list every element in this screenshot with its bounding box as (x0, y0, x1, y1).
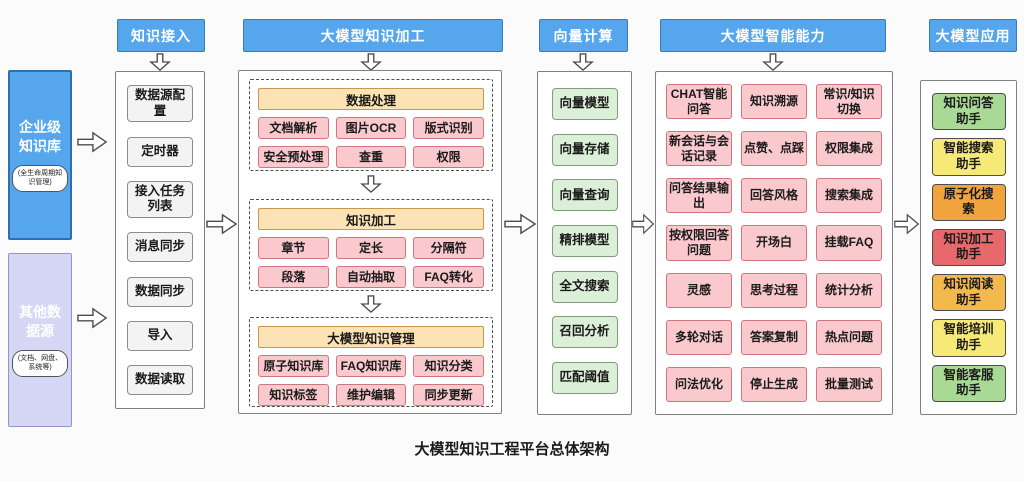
arrow-right-icon (206, 213, 237, 235)
access-item: 定时器 (127, 136, 193, 167)
column-header-llm-applications: 大模型应用 (929, 19, 1017, 52)
processing-item: 知识分类 (413, 355, 484, 377)
arrow-right-icon (894, 213, 919, 235)
vector-item: 召回分析 (551, 316, 618, 349)
access-item: 消息同步 (127, 232, 193, 263)
arrow-down-icon (360, 295, 382, 313)
arrow-down-icon (572, 53, 594, 71)
capability-item: 问法优化 (666, 366, 732, 402)
vector-item: 向量存储 (551, 133, 618, 166)
capability-item: 开场白 (741, 225, 807, 261)
processing-item: 图片OCR (335, 117, 407, 139)
vector-computing-panel: 向量模型 向量存储 向量查询 精排模型 全文搜索 召回分析 匹配阈值 (537, 71, 632, 415)
arrow-right-icon (504, 213, 536, 235)
data-processing-section: 数据处理 文档解析 图片OCR 版式识别 安全预处理 查重 权限 (249, 79, 493, 171)
processing-item: 章节 (258, 237, 329, 259)
llm-capabilities-panel: CHAT智能问答 知识溯源 常识/知识切换 新会话与会话记录 点赞、点踩 权限集… (655, 71, 893, 415)
processing-item: 分隔符 (413, 237, 484, 259)
vector-item: 向量查询 (551, 179, 618, 212)
capability-item: 问答结果输出 (666, 178, 732, 214)
app-item: 知识加工助手 (931, 228, 1006, 267)
knowledge-access-panel: 数据源配置 定时器 接入任务列表 消息同步 数据同步 导入 数据读取 (115, 71, 205, 409)
access-item: 数据同步 (127, 276, 193, 307)
capability-item: 多轮对话 (666, 319, 732, 355)
knowledge-management-section: 大模型知识管理 原子知识库 FAQ知识库 知识分类 知识标签 维护编辑 同步更新 (249, 317, 493, 407)
arrow-right-icon (77, 131, 107, 153)
vector-item: 全文搜索 (551, 270, 618, 303)
capability-item: 思考过程 (741, 272, 807, 308)
processing-item: 自动抽取 (335, 266, 407, 288)
capability-item: CHAT智能问答 (666, 84, 732, 120)
section-title: 大模型知识管理 (258, 326, 484, 348)
knowledge-working-section: 知识加工 章节 定长 分隔符 段落 自动抽取 FAQ转化 (249, 199, 493, 291)
arrow-down-icon (360, 53, 382, 71)
app-item: 智能搜索助手 (931, 138, 1006, 176)
vector-item: 匹配阈值 (551, 361, 618, 394)
processing-item: 定长 (335, 237, 407, 259)
vector-item: 精排模型 (551, 224, 618, 257)
source-other-data-sources: 其他数据源 (文档、网盘、系统等) (8, 253, 72, 427)
processing-item: FAQ知识库 (335, 355, 407, 377)
arrow-right-icon (77, 307, 107, 329)
section-title: 知识加工 (258, 208, 484, 230)
column-header-vector-computing: 向量计算 (539, 19, 628, 52)
capability-item: 搜索集成 (816, 178, 882, 214)
processing-item: 原子知识库 (258, 355, 329, 377)
capability-item: 回答风格 (741, 178, 807, 214)
processing-item: 权限 (413, 146, 484, 168)
processing-item: 版式识别 (413, 117, 484, 139)
section-title: 数据处理 (258, 88, 484, 110)
processing-item: FAQ转化 (413, 266, 484, 288)
processing-item: 段落 (258, 266, 329, 288)
capability-item: 新会话与会话记录 (666, 131, 732, 167)
processing-item: 安全预处理 (258, 146, 329, 168)
access-item: 导入 (127, 320, 193, 351)
capability-item: 知识溯源 (741, 84, 807, 120)
column-header-llm-capabilities: 大模型智能能力 (660, 19, 886, 52)
arrow-right-icon (632, 213, 654, 235)
capability-item: 常识/知识切换 (816, 84, 882, 120)
processing-item: 查重 (335, 146, 407, 168)
arrow-down-icon (149, 53, 171, 71)
app-item: 知识问答助手 (931, 93, 1006, 131)
capability-item: 答案复制 (741, 319, 807, 355)
access-item: 数据读取 (127, 365, 193, 395)
capability-item: 停止生成 (741, 366, 807, 402)
capability-item: 批量测试 (816, 366, 882, 402)
access-item: 接入任务列表 (127, 180, 193, 218)
app-item: 知识阅读助手 (931, 274, 1006, 312)
source-subtitle-oval: (全生命周期知识管理) (12, 164, 68, 193)
llm-applications-panel: 知识问答助手 智能搜索助手 原子化搜索 知识加工助手 知识阅读助手 智能培训助手… (920, 80, 1017, 415)
processing-item: 同步更新 (413, 384, 484, 406)
arrow-down-icon (762, 53, 784, 71)
capability-item: 挂载FAQ (816, 225, 882, 261)
capability-item: 热点问题 (816, 319, 882, 355)
processing-item: 维护编辑 (335, 384, 407, 406)
capability-item: 灵感 (666, 272, 732, 308)
capability-item: 统计分析 (816, 272, 882, 308)
source-label: 企业级知识库 (19, 118, 61, 154)
arrow-down-icon (360, 175, 382, 193)
source-enterprise-knowledge-base: 企业级知识库 (全生命周期知识管理) (8, 70, 72, 240)
app-item: 智能培训助手 (931, 319, 1006, 357)
column-header-knowledge-processing: 大模型知识加工 (243, 19, 503, 52)
source-subtitle-oval: (文档、网盘、系统等) (12, 349, 68, 378)
access-item: 数据源配置 (127, 85, 193, 123)
vector-item: 向量模型 (551, 88, 618, 120)
capability-item: 点赞、点踩 (741, 131, 807, 167)
diagram-title: 大模型知识工程平台总体架构 (414, 441, 610, 458)
app-item: 原子化搜索 (931, 183, 1006, 221)
processing-item: 文档解析 (258, 117, 329, 139)
app-item: 智能客服助手 (931, 364, 1006, 402)
capability-item: 权限集成 (816, 131, 882, 167)
source-label: 其他数据源 (19, 303, 61, 339)
knowledge-processing-panel: 数据处理 文档解析 图片OCR 版式识别 安全预处理 查重 权限 知识加工 章节… (238, 70, 502, 414)
capability-item: 按权限回答问题 (666, 225, 732, 261)
processing-item: 知识标签 (258, 384, 329, 406)
column-header-knowledge-access: 知识接入 (117, 19, 205, 52)
